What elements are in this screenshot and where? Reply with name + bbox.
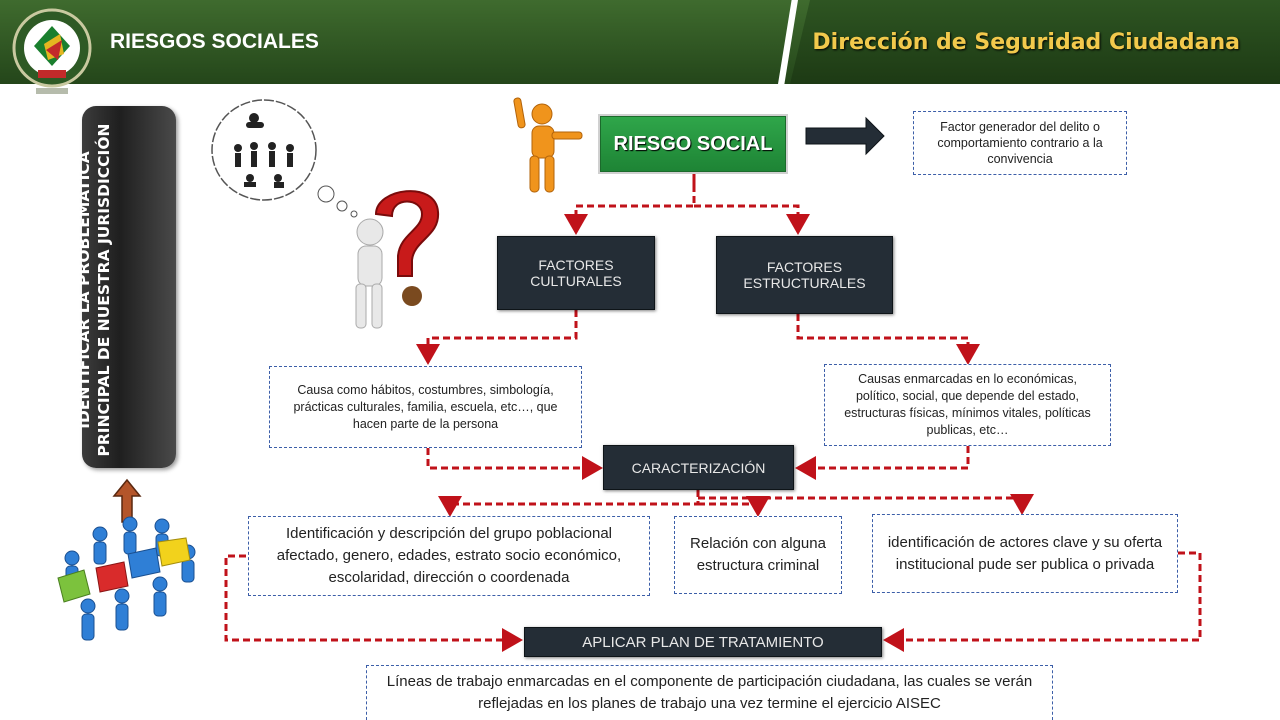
puzzle-team-illustration — [57, 516, 196, 641]
thought-dots — [317, 185, 358, 218]
identificacion-grupo-box: Identificación y descripción del grupo p… — [248, 516, 650, 596]
causa-estructural-box: Causas enmarcadas en lo económicas, polí… — [824, 364, 1111, 446]
caracterizacion-box: CARACTERIZACIÓN — [603, 445, 794, 490]
actores-clave-box: identificación de actores clave y su ofe… — [872, 514, 1178, 593]
factores-estructurales-box: FACTORES ESTRUCTURALES — [716, 236, 893, 314]
header-right-panel — [790, 0, 1280, 84]
riesgo-social-box: RIESGO SOCIAL — [600, 116, 786, 172]
pointing-figure-illustration — [513, 97, 583, 193]
factores-culturales-box: FACTORES CULTURALES — [497, 236, 655, 310]
relacion-estructura-box: Relación con alguna estructura criminal — [674, 516, 842, 594]
police-logo-icon — [12, 8, 92, 94]
causa-cultural-box: Causa como hábitos, costumbres, simbolog… — [269, 366, 582, 448]
lineas-trabajo-box: Líneas de trabajo enmarcadas en el compo… — [366, 665, 1053, 720]
thought-bubble-illustration — [211, 99, 317, 201]
thinker-question-mark-illustration — [355, 190, 440, 329]
aplicar-plan-box: APLICAR PLAN DE TRATAMIENTO — [524, 627, 882, 657]
vertical-label-bar — [82, 106, 176, 468]
page-title: RIESGOS SOCIALES — [110, 30, 319, 53]
department-title: Dirección de Seguridad Ciudadana — [812, 30, 1240, 55]
definicion-box: Factor generador del delito o comportami… — [913, 111, 1127, 175]
